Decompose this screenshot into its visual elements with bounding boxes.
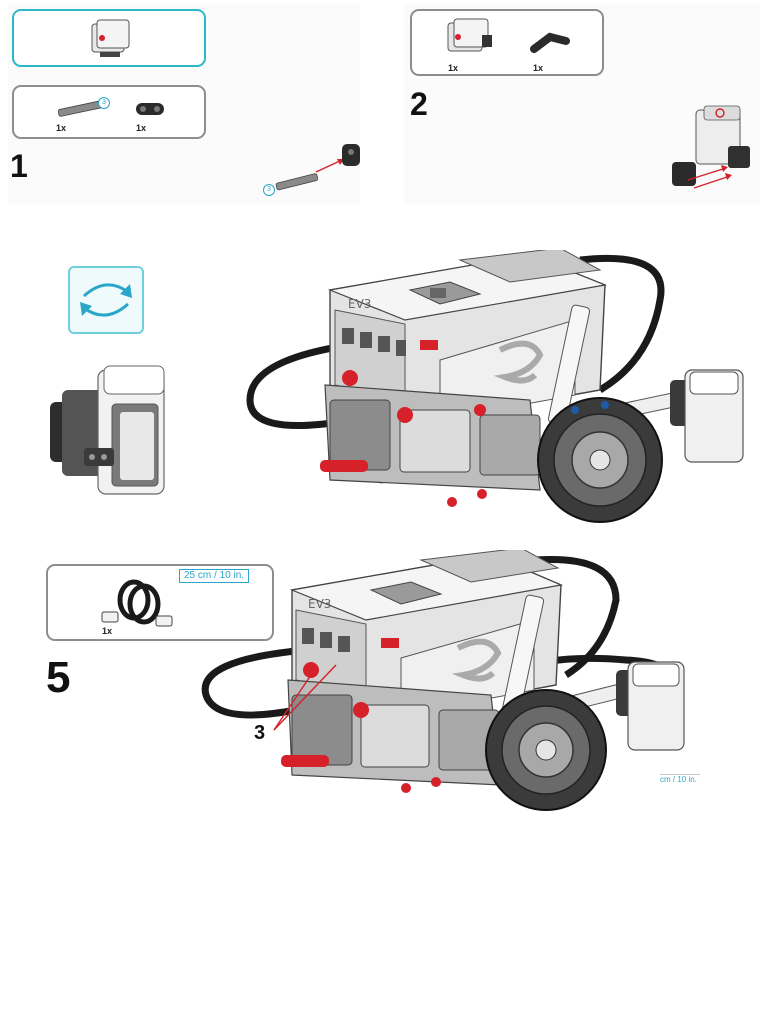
insert-arrow-line: [315, 159, 343, 173]
robot-assembly-step4: EV3: [246, 250, 744, 523]
step1-beam-qty: 1x: [136, 123, 147, 133]
ultrasonic-sensor-icon: [91, 19, 130, 57]
step-2-number: 2: [410, 86, 428, 122]
robot-assembly-step5: EV3: [201, 550, 685, 811]
step-5-number: 5: [46, 653, 71, 702]
rotate-arrows-icon: [80, 283, 132, 317]
port-callout-number: 3: [254, 722, 266, 744]
connector-cable-icon: [101, 579, 173, 627]
angle-beam-icon: [530, 32, 570, 53]
sensor-part-icon: [447, 18, 492, 52]
step1-axle-qty: 1x: [56, 123, 67, 133]
step5-cable-qty: 1x: [102, 626, 113, 636]
svg-text:EV3: EV3: [348, 297, 371, 311]
step2-sensor-qty: 1x: [448, 63, 459, 73]
rotated-sensor-submodel: [50, 365, 165, 495]
svg-text:EV3: EV3: [308, 597, 331, 611]
step2-parts-box: 1x 1x: [410, 9, 604, 76]
step2-beam-qty: 1x: [533, 63, 544, 73]
axle-graphic: [275, 173, 319, 191]
step5-parts-box: 25 cm / 10 in. 1x: [46, 564, 274, 641]
mini-cable-reference-text: cm / 10 in.: [660, 775, 697, 784]
step1-assembly: [275, 144, 360, 191]
axle-length-badge: 3: [98, 97, 110, 109]
submodel-part-box: [12, 9, 206, 67]
beam-graphic: [342, 144, 360, 166]
step-1-number: 1: [10, 148, 28, 184]
rotate-model-indicator: [68, 266, 144, 334]
step1-axle-length-badge: 3: [263, 184, 275, 196]
beam-part-icon: [136, 103, 164, 115]
mini-cable-reference: cm / 10 in.: [660, 774, 700, 819]
step5-cable-length-label: 25 cm / 10 in.: [179, 569, 250, 583]
step1-parts-box: 3 1x 1x: [12, 85, 206, 139]
step2-assembly: [672, 105, 750, 189]
